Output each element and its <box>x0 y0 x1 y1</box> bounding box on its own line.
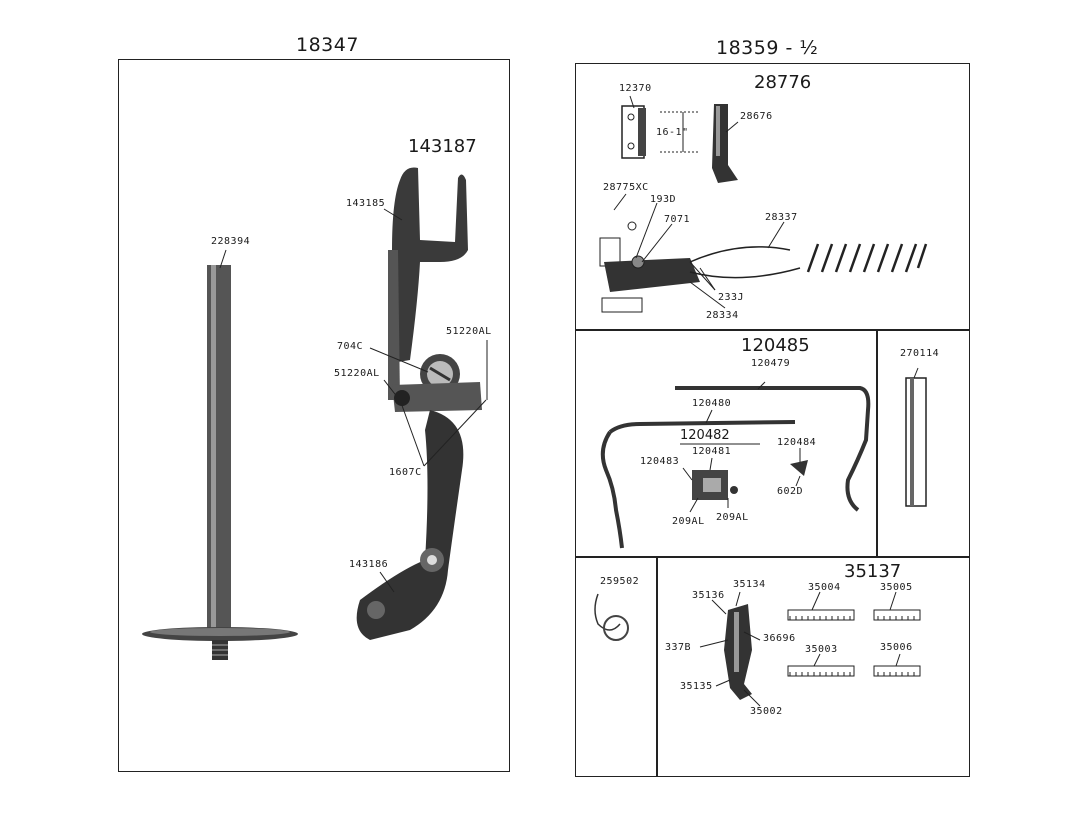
feed-plate-12370-illustration <box>621 95 700 159</box>
part-120481-label: 120481 <box>692 446 732 457</box>
left-panel-title: 18347 <box>296 34 359 56</box>
part-35004-label: 35004 <box>808 582 841 593</box>
part-120483-label: 120483 <box>640 456 680 467</box>
part-35006-label: 35006 <box>880 642 913 653</box>
presser-arm-143187-illustration <box>356 167 488 640</box>
part-233j-label: 233J <box>718 292 745 303</box>
part-143185-label: 143185 <box>346 198 386 209</box>
part-28775xc-label: 28775XC <box>603 182 649 193</box>
gauges-35137-illustration <box>787 591 921 677</box>
assembly-120485-label: 120485 <box>741 335 810 356</box>
part-193d-label: 193D <box>650 194 677 205</box>
part-28676-label: 28676 <box>740 111 773 122</box>
gauge-16-1-label: 16-1" <box>656 127 689 138</box>
assembly-120482-label: 120482 <box>680 428 730 443</box>
divider-vertical-bottom <box>656 556 658 777</box>
divider-vertical-middle <box>876 329 878 556</box>
part-228394-label: 228394 <box>211 236 251 247</box>
right-panel-title: 18359 - ½ <box>716 37 819 59</box>
rod-228394-illustration <box>142 249 298 660</box>
part-51220al-right-label: 51220AL <box>446 326 492 337</box>
part-209al-left-label: 209AL <box>672 516 705 527</box>
assembly-35137-label: 35137 <box>844 561 902 582</box>
presser-foot-35137-illustration <box>699 591 761 707</box>
part-35134-label: 35134 <box>733 579 766 590</box>
assembly-143187-label: 143187 <box>408 136 477 157</box>
part-337b-label: 337B <box>665 642 692 653</box>
part-120480-label: 120480 <box>692 398 732 409</box>
part-120484-label: 120484 <box>777 437 817 448</box>
part-51220al-left-label: 51220AL <box>334 368 380 379</box>
tube-270114-illustration <box>905 367 927 507</box>
part-1607c-label: 1607C <box>389 467 422 478</box>
part-28334-label: 28334 <box>706 310 739 321</box>
part-259502-label: 259502 <box>600 576 640 587</box>
part-120479-label: 120479 <box>751 358 791 369</box>
part-36696-label: 36696 <box>763 633 796 644</box>
part-28337-label: 28337 <box>765 212 798 223</box>
part-602d-label: 602D <box>777 486 804 497</box>
part-35135-label: 35135 <box>680 681 713 692</box>
part-35003-label: 35003 <box>805 644 838 655</box>
rod-assembly-120485-illustration <box>600 381 871 549</box>
presser-foot-28676-illustration <box>712 104 739 183</box>
part-209al-right-label: 209AL <box>716 512 749 523</box>
right-panel <box>575 63 970 777</box>
part-35005-label: 35005 <box>880 582 913 593</box>
spring-259502-illustration <box>594 593 629 641</box>
part-270114-label: 270114 <box>900 348 940 359</box>
part-7071-label: 7071 <box>664 214 691 225</box>
spring-foot-28776-illustration <box>599 193 928 313</box>
part-35002-label: 35002 <box>750 706 783 717</box>
part-143186-label: 143186 <box>349 559 389 570</box>
part-35136-label: 35136 <box>692 590 725 601</box>
part-12370-label: 12370 <box>619 83 652 94</box>
part-704c-label: 704C <box>337 341 364 352</box>
divider-top <box>575 329 970 331</box>
assembly-28776-label: 28776 <box>754 72 812 93</box>
left-panel <box>118 59 510 772</box>
divider-middle <box>575 556 970 558</box>
